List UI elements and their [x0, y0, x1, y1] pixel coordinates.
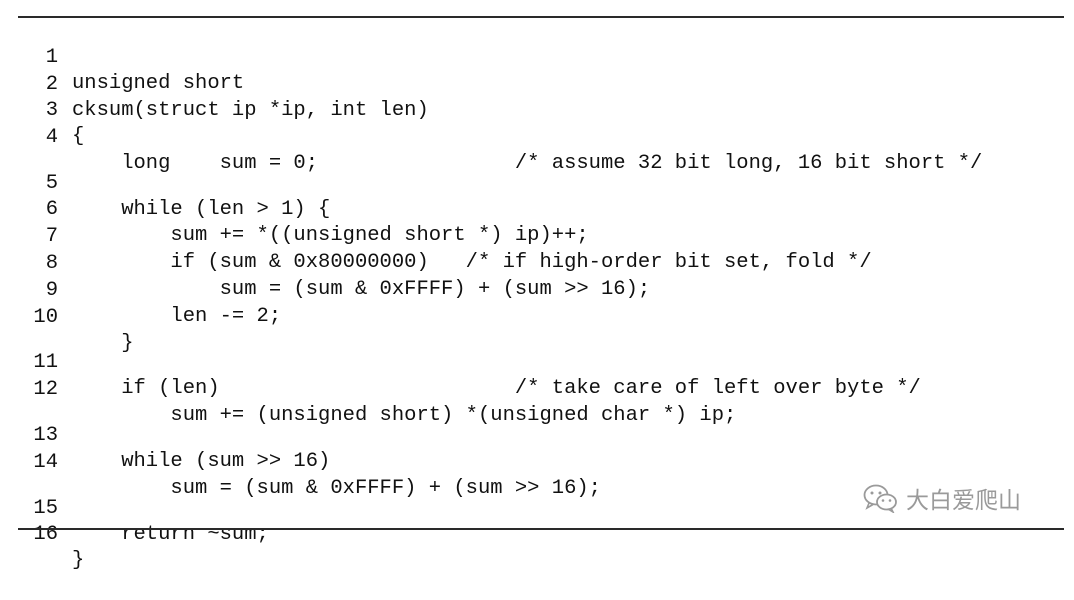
code-text: sum = (sum & 0xFFFF) + (sum >> 16);	[72, 477, 601, 500]
code-text: long sum = 0; /* assume 32 bit long, 16 …	[72, 152, 983, 175]
line-number: 5	[45, 172, 58, 195]
code-line: 15 return ~sum;	[0, 470, 268, 546]
code-line: 16 }	[0, 496, 84, 572]
watermark-text: 大白爱爬山	[906, 488, 1021, 514]
line-number: 2	[45, 73, 58, 96]
line-number: 13	[33, 424, 58, 447]
line-number: 14	[33, 451, 58, 474]
top-rule	[18, 16, 1064, 18]
line-number: 4	[45, 126, 58, 149]
code-line: 8 sum = (sum & 0xFFFF) + (sum >> 16);	[0, 225, 651, 301]
code-line: 10 }	[0, 279, 133, 355]
code-text: cksum(struct ip *ip, int len)	[72, 99, 429, 122]
code-text: if (sum & 0x80000000) /* if high-order b…	[72, 251, 872, 274]
line-number: 15	[33, 497, 58, 520]
code-line: 1 unsigned short	[0, 19, 245, 95]
code-line: 13 while (sum >> 16)	[0, 397, 330, 473]
line-number: 10	[33, 306, 58, 329]
code-text: sum += *((unsigned short *) ip)++;	[72, 224, 589, 247]
line-number: 8	[45, 252, 58, 275]
line-number: 7	[45, 225, 58, 248]
code-text: while (len > 1) {	[72, 198, 331, 221]
code-text: len -= 2;	[72, 305, 282, 328]
code-text: return ~sum;	[72, 523, 269, 546]
watermark: 大白爱爬山	[862, 478, 1052, 518]
line-number: 11	[33, 351, 58, 374]
line-number: 6	[45, 198, 58, 221]
code-text: }	[72, 549, 85, 572]
line-number: 16	[33, 523, 58, 546]
code-line: 2 cksum(struct ip *ip, int len)	[0, 46, 429, 122]
code-line: 3 {	[0, 72, 85, 148]
code-text: while (sum >> 16)	[72, 450, 331, 473]
code-line: 5 while (len > 1) {	[0, 145, 331, 221]
code-text: {	[72, 125, 85, 148]
code-line: 9 len -= 2;	[0, 252, 281, 328]
line-number: 3	[45, 99, 58, 122]
code-text: unsigned short	[72, 72, 245, 95]
code-text: }	[72, 332, 134, 355]
code-line: 6 sum += *((unsigned short *) ip)++;	[0, 171, 589, 247]
code-listing: 1 unsigned short 2 cksum(struct ip *ip, …	[0, 19, 983, 572]
line-number: 1	[45, 46, 58, 69]
line-number: 9	[45, 279, 58, 302]
wechat-icon	[863, 484, 897, 513]
line-number: 12	[33, 378, 58, 401]
code-text: if (len) /* take care of left over byte …	[72, 377, 921, 400]
code-line: 14 sum = (sum & 0xFFFF) + (sum >> 16);	[0, 424, 601, 500]
code-text: sum = (sum & 0xFFFF) + (sum >> 16);	[72, 278, 651, 301]
code-line: 11 if (len) /* take care of left over by…	[0, 324, 920, 400]
code-line: 12 sum += (unsigned short) *(unsigned ch…	[0, 351, 736, 427]
code-line: 7 if (sum & 0x80000000) /* if high-order…	[0, 198, 872, 274]
code-line: 4 long sum = 0; /* assume 32 bit long, 1…	[0, 99, 983, 175]
code-text: sum += (unsigned short) *(unsigned char …	[72, 404, 737, 427]
bottom-rule	[18, 528, 1064, 530]
